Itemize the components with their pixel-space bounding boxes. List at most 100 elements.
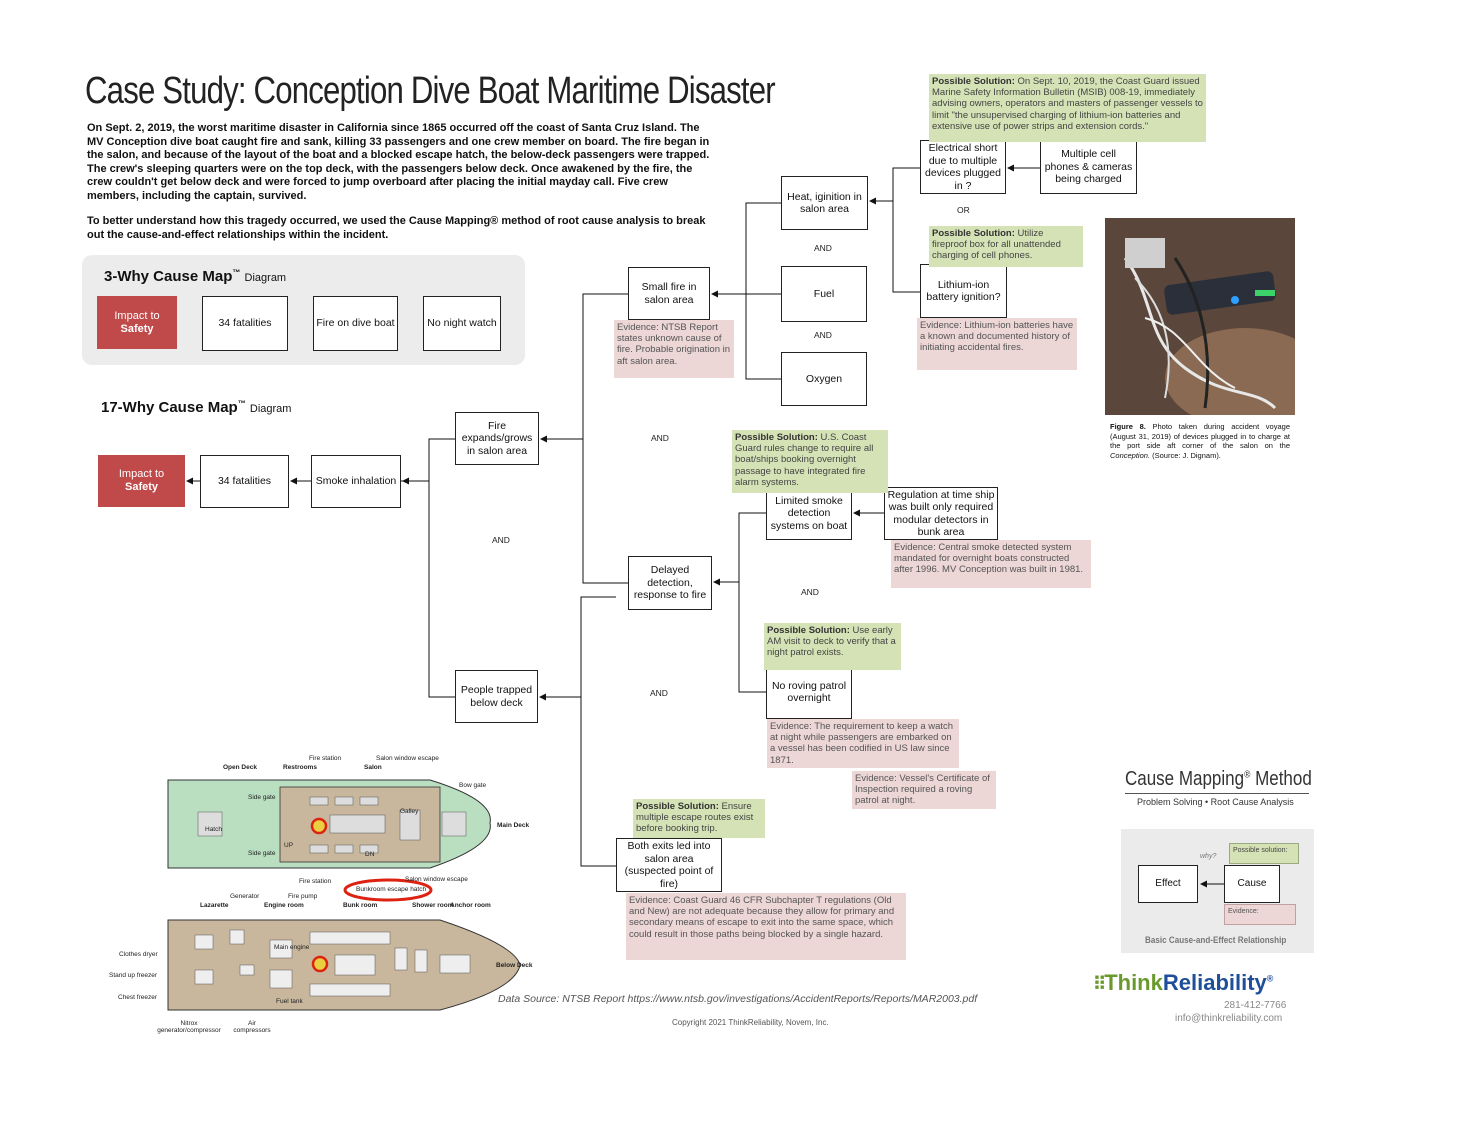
evidence-cfr-regulations: Evidence: Coast Guard 46 CFR Subchapter … (626, 893, 906, 960)
label-shower-room: Shower room (412, 902, 454, 909)
cause-people-trapped: People trapped below deck (455, 670, 538, 723)
cause-oxygen: Oxygen (781, 352, 867, 406)
three-why-heading-text: 3-Why Cause Map (104, 268, 233, 285)
label-nitrox: Nitrox generator/compressor (157, 1020, 221, 1034)
legend-effect: Effect (1138, 865, 1198, 903)
three-why-heading-sub: Diagram (244, 272, 287, 284)
or-gate: OR (957, 205, 970, 215)
three-why-fatalities: 34 fatalities (202, 296, 288, 351)
solution-label: Possible Solution: (932, 228, 1015, 239)
and-gate: AND (801, 587, 819, 597)
label-restrooms: Restrooms (283, 764, 317, 771)
contact-phone: 281-412-7766 (1224, 1000, 1287, 1011)
label-side-gate-2: Side gate (248, 850, 276, 857)
cause-both-exits: Both exits led into salon area (suspecte… (616, 838, 722, 892)
charging-devices-photo (1105, 218, 1295, 415)
label-side-gate-1: Side gate (248, 794, 276, 801)
label-engine-room: Engine room (264, 902, 304, 909)
photo-caption: Figure 8. Photo taken during accident vo… (1110, 422, 1290, 460)
cause-smoke-inhalation: Smoke inhalation (311, 455, 401, 508)
and-gate: AND (814, 330, 832, 340)
caption-figure-label: Figure 8. (1110, 422, 1146, 431)
solution-fireproof-box: Possible Solution: Utilize fireproof box… (929, 226, 1083, 267)
cause-fuel: Fuel (781, 266, 867, 322)
cause-multiple-cell-phones: Multiple cell phones & cameras being cha… (1040, 140, 1137, 194)
label-main-engine: Main engine (274, 944, 310, 951)
cause-34-fatalities: 34 fatalities (200, 455, 289, 508)
label-bunk-room: Bunk room (343, 902, 378, 909)
page-title: Case Study: Conception Dive Boat Maritim… (85, 70, 776, 112)
trademark-mark: ™ (237, 399, 246, 408)
legend-caption: Basic Cause-and-Effect Relationship (1145, 935, 1287, 945)
solution-fire-alarm-rules: Possible Solution: U.S. Coast Guard rule… (732, 430, 888, 493)
cause-small-fire: Small fire in salon area (628, 267, 710, 320)
label-galley: Galley (400, 808, 419, 815)
solution-text: Use early AM visit to deck to verify tha… (767, 625, 896, 659)
cause-lithium-ion-ignition: Lithium-ion battery ignition? (920, 264, 1007, 318)
impact-goal: Safety (124, 481, 159, 493)
caption-text: Photo taken during accident voyage (Augu… (1110, 422, 1290, 450)
cause-regulation: Regulation at time ship was built only r… (884, 487, 998, 540)
registered-mark: ® (1266, 973, 1274, 984)
three-why-fire: Fire on dive boat (313, 296, 398, 351)
and-gate: AND (492, 535, 510, 545)
logo-dots-icon: ⠿ (1093, 974, 1106, 994)
impact-goal: Safety (120, 322, 154, 335)
seventeen-why-heading-text: 17-Why Cause Map (101, 399, 238, 416)
label-salon-window-escape-bottom: Salon window escape (405, 876, 468, 883)
and-gate: AND (651, 433, 669, 443)
label-hatch: Hatch (205, 826, 222, 833)
legend-evidence: Evidence: (1224, 904, 1296, 925)
label-up: UP (284, 842, 294, 849)
label-bow-gate: Bow gate (459, 782, 487, 789)
solution-text: U.S. Coast Guard rules change to require… (735, 432, 874, 488)
label-fuel-tank: Fuel tank (276, 998, 303, 1005)
legend-cause: Cause (1224, 865, 1280, 903)
label-air-compressors: Air compressors (233, 1020, 271, 1034)
data-source: Data Source: NTSB Report https://www.nts… (498, 993, 978, 1005)
seventeen-why-impact-box: Impact to Safety (98, 455, 185, 507)
legend-possible-solution: Possible solution: (1229, 843, 1299, 864)
trademark-mark: ™ (232, 268, 241, 277)
legend-subtitle: Problem Solving • Root Cause Analysis (1137, 797, 1294, 807)
caption-source: (Source: J. Dignam). (1152, 450, 1221, 460)
label-anchor-room: Anchor room (450, 902, 491, 909)
logo-think: Think (1104, 970, 1163, 995)
label-salon: Salon (364, 764, 382, 771)
impact-label: Impact to (118, 468, 165, 480)
and-gate: AND (650, 688, 668, 698)
evidence-watch-law: Evidence: The requirement to keep a watc… (767, 719, 959, 768)
cause-fire-expands: Fire expands/grows in salon area (455, 412, 539, 465)
label-open-deck: Open Deck (223, 764, 257, 771)
legend-title-text: Cause Mapping (1125, 768, 1245, 790)
seventeen-why-heading-sub: Diagram (249, 403, 292, 415)
label-stand-up-freezer: Stand up freezer (109, 972, 158, 979)
cause-heat-ignition: Heat, iginition in salon area (781, 176, 868, 230)
and-gate: AND (814, 243, 832, 253)
label-dn: DN (365, 851, 375, 858)
label-chest-freezer: Chest freezer (118, 994, 158, 1001)
solution-escape-routes: Possible Solution: Ensure multiple escap… (633, 799, 765, 838)
solution-msib: Possible Solution: On Sept. 10, 2019, th… (929, 74, 1206, 142)
evidence-certificate: Evidence: Vessel's Certificate of Inspec… (852, 771, 996, 809)
three-why-night-watch: No night watch (423, 296, 501, 351)
cause-delayed-detection: Delayed detection, response to fire (628, 556, 712, 610)
solution-text: Ensure multiple escape routes exist befo… (636, 801, 754, 835)
think-reliability-logo: ⠿ThinkReliability® (1093, 970, 1273, 996)
label-lazarette: Lazarette (200, 902, 229, 909)
three-why-heading: 3-Why Cause Map™ Diagram (104, 268, 286, 285)
intro-paragraph-2: To better understand how this tragedy oc… (87, 215, 706, 241)
label-generator: Generator (230, 893, 260, 900)
evidence-smoke-system: Evidence: Central smoke detected system … (891, 540, 1091, 588)
label-clothes-dryer: Clothes dryer (119, 951, 158, 958)
solution-label: Possible Solution: (932, 76, 1015, 87)
contact-email: info@thinkreliability.com (1175, 1013, 1283, 1024)
label-fire-station-bottom: Fire station (299, 878, 332, 885)
photo-illustration (1105, 218, 1295, 415)
solution-night-patrol: Possible Solution: Use early AM visit to… (764, 623, 901, 670)
intro-paragraph-1: On Sept. 2, 2019, the worst maritime dis… (87, 122, 710, 202)
copyright: Copyright 2021 ThinkReliability, Novem, … (672, 1018, 829, 1027)
